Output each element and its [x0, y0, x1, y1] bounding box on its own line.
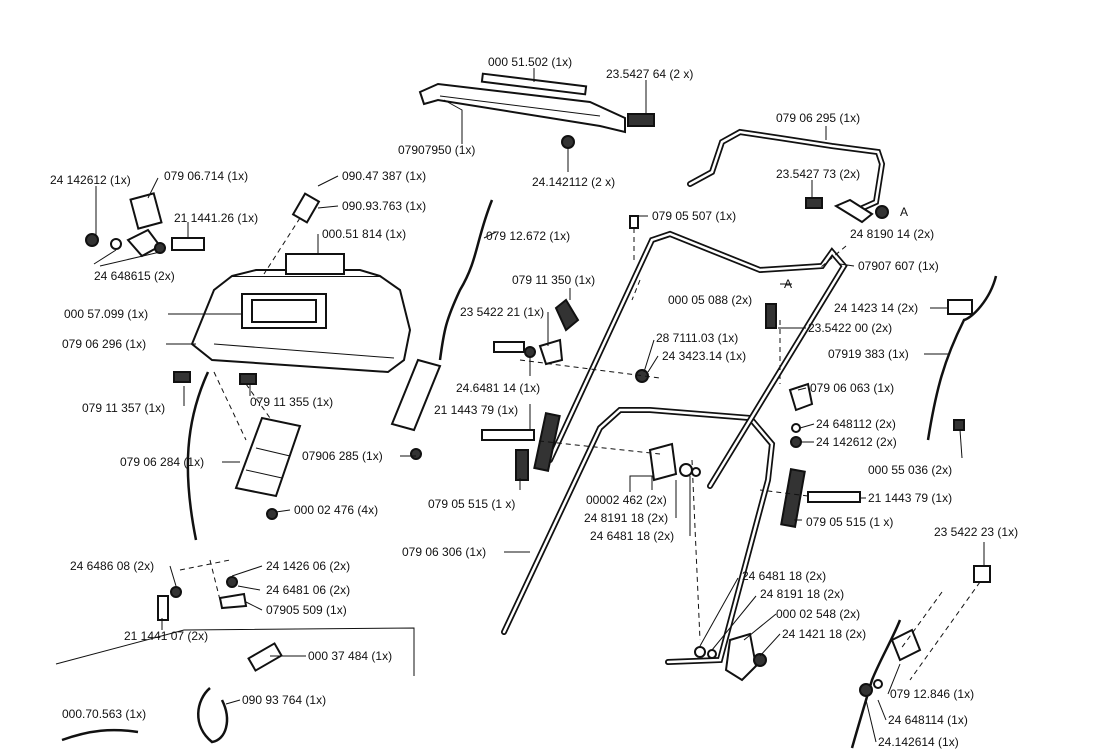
label-20: A: [784, 277, 792, 291]
label-38: 07906 285 (1x): [302, 449, 383, 463]
label-58: 000 37 484 (1x): [308, 649, 392, 663]
label-36: 24 142612 (2x): [816, 435, 897, 449]
throttle-parts: [85, 192, 321, 258]
label-26: 079 06 296 (1x): [62, 337, 146, 351]
label-57: 24 1421 18 (2x): [782, 627, 866, 641]
upper-handle-part: [687, 128, 889, 224]
label-4: 24.142112 (2 x): [532, 175, 615, 189]
label-52: 24 6481 18 (2x): [742, 569, 826, 583]
label-29: 07919 383 (1x): [828, 347, 909, 361]
label-10: 079 06.714 (1x): [164, 169, 248, 183]
label-25: 23.5422 00 (2x): [808, 321, 892, 335]
label-53: 07905 509 (1x): [266, 603, 347, 617]
label-44: 000 02 476 (4x): [294, 503, 378, 517]
label-39: 000 55 036 (2x): [868, 463, 952, 477]
misc-parts: [157, 215, 991, 697]
label-34: 21 1443 79 (1x): [434, 403, 518, 417]
label-12: 21 1441.26 (1x): [174, 211, 258, 225]
label-8: 24 8190 14 (2x): [850, 227, 934, 241]
label-60: 090 93 764 (1x): [242, 693, 326, 707]
label-33: 079 11 355 (1x): [250, 395, 333, 409]
label-46: 079 05 515 (1 x): [806, 515, 893, 529]
label-3: 07907950 (1x): [398, 143, 475, 157]
label-28: 24 3423.14 (1x): [662, 349, 746, 363]
label-43: 24 8191 18 (2x): [584, 511, 668, 525]
label-50: 24 1426 06 (2x): [266, 559, 350, 573]
engine-cover-part: [190, 253, 412, 374]
label-51: 24 6481 06 (2x): [266, 583, 350, 597]
label-45: 24 6481 18 (2x): [590, 529, 674, 543]
label-47: 23 5422 23 (1x): [934, 525, 1018, 539]
label-63: 24.142614 (1x): [878, 735, 959, 749]
label-24: 23 5422 21 (1x): [460, 305, 544, 319]
label-23: 000 57.099 (1x): [64, 307, 148, 321]
label-19: 079 11 350 (1x): [512, 273, 595, 287]
label-1: 000 51.502 (1x): [488, 55, 572, 69]
clamp-bar-part: [418, 72, 655, 149]
part-labels: 000 51.502 (1x) 23.5427 64 (2 x) 0790795…: [50, 55, 1018, 749]
cable-parts: [61, 199, 998, 749]
label-35: 24 648112 (2x): [816, 417, 896, 431]
label-21: 000 05 088 (2x): [668, 293, 752, 307]
label-30: 24.6481 14 (1x): [456, 381, 540, 395]
label-55: 21 1441 07 (2x): [124, 629, 208, 643]
label-41: 21 1443 79 (1x): [868, 491, 952, 505]
label-6: 23.5427 73 (2x): [776, 167, 860, 181]
label-37: 079 06 284 (1x): [120, 455, 204, 469]
label-56: 000 02 548 (2x): [776, 607, 860, 621]
middle-handle-part: [547, 230, 848, 489]
label-9: 24 142612 (1x): [50, 173, 131, 187]
label-14: 000.51 814 (1x): [322, 227, 406, 241]
label-42: 079 05 515 (1 x): [428, 497, 515, 511]
label-54: 24 8191 18 (2x): [760, 587, 844, 601]
label-5: 079 06 295 (1x): [776, 111, 860, 125]
leader-lines: [93, 68, 985, 743]
label-49: 24 6486 08 (2x): [70, 559, 154, 573]
label-17: 079 05 507 (1x): [652, 209, 736, 223]
label-22: 24 1423 14 (2x): [834, 301, 918, 315]
assembly-lines: [55, 217, 981, 681]
label-32: 079 11 357 (1x): [82, 401, 165, 415]
label-16: 079 12.672 (1x): [486, 229, 570, 243]
label-62: 24 648114 (1x): [888, 713, 968, 727]
label-2: 23.5427 64 (2 x): [606, 67, 693, 81]
label-48: 079 06 306 (1x): [402, 545, 486, 559]
flap-part: [234, 358, 442, 520]
label-18: 07907 607 (1x): [858, 259, 939, 273]
label-13: 090.93.763 (1x): [342, 199, 426, 213]
label-40: 00002 462 (2x): [586, 493, 667, 507]
label-7: A: [900, 205, 908, 219]
label-59: 079 12.846 (1x): [890, 687, 974, 701]
label-15: 24 648615 (2x): [94, 269, 175, 283]
label-27: 28 7111.03 (1x): [656, 331, 738, 345]
label-31: 079 06 063 (1x): [810, 381, 894, 395]
label-61: 000.70.563 (1x): [62, 707, 146, 721]
label-11: 090.47 387 (1x): [342, 169, 426, 183]
